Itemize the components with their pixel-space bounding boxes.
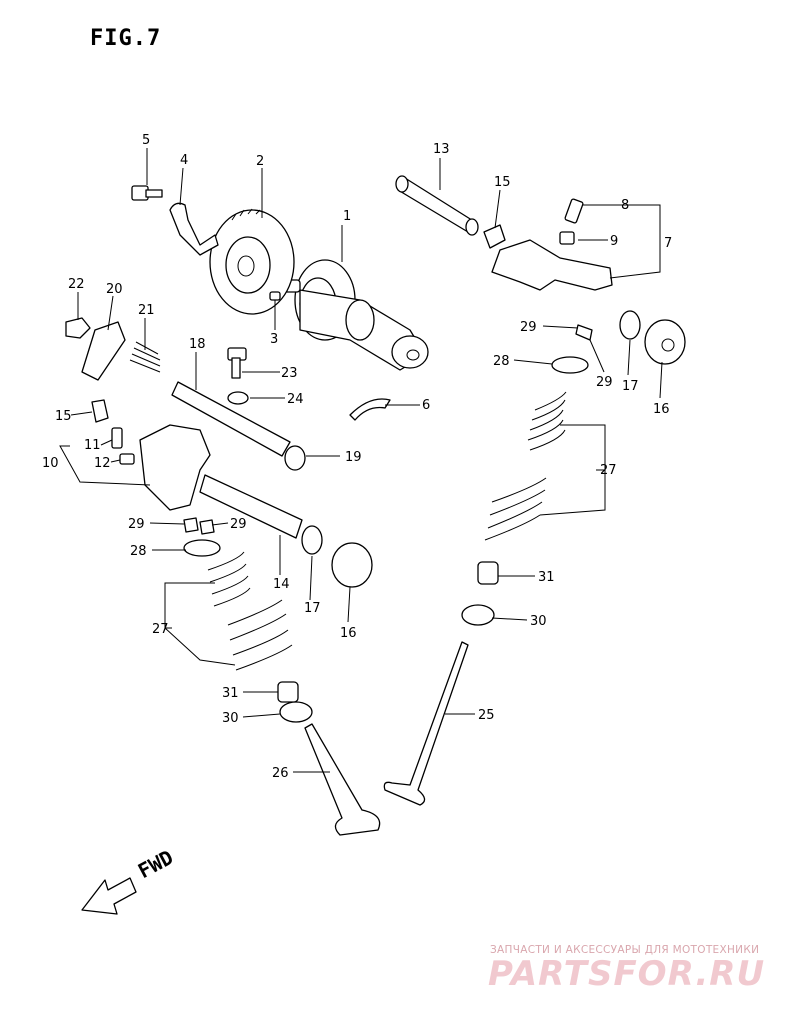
cotter-29-left-b	[199, 519, 215, 535]
callout-29-left-a: 29	[128, 517, 145, 532]
callout-16-right: 16	[653, 402, 670, 417]
adjust-screw-11	[111, 427, 123, 449]
callout-labels: 1 2 3 4 5 6 7 8 9 10 11 12 13 14 15 15 1…	[42, 133, 672, 781]
bolt-23	[227, 347, 247, 379]
callout-14: 14	[273, 577, 290, 592]
callout-27-right: 27	[600, 463, 617, 478]
seat-30-left	[279, 701, 313, 723]
figure-title: FIG.7	[90, 26, 162, 51]
leader-lines	[59, 148, 663, 773]
callout-29-right-bottom: 29	[596, 375, 613, 390]
valve-springs-27-right	[484, 391, 567, 541]
callout-15-top: 15	[494, 175, 511, 190]
callout-23: 23	[281, 366, 298, 381]
washer-24	[227, 391, 249, 405]
seal-31-left	[277, 681, 299, 703]
valve-26	[304, 723, 381, 836]
seat-30-right	[461, 604, 495, 626]
callout-29-right-top: 29	[520, 320, 537, 335]
lock-nut-9	[559, 231, 575, 245]
bolt-5	[131, 185, 163, 201]
spring-21	[129, 341, 161, 373]
callout-3: 3	[270, 332, 278, 347]
callout-13: 13	[433, 142, 450, 157]
callout-9: 9	[610, 234, 618, 249]
cam-bracket	[169, 202, 219, 256]
valve-25	[383, 641, 469, 806]
callout-11: 11	[84, 438, 101, 453]
callout-28-left: 28	[130, 544, 147, 559]
callout-7: 7	[664, 236, 672, 251]
adjust-screw-8	[564, 198, 584, 224]
dowel-pin	[269, 291, 281, 301]
callout-19: 19	[345, 450, 362, 465]
rocker-shaft-14	[199, 474, 303, 539]
callout-27-left: 27	[152, 622, 169, 637]
cotter-29-right	[575, 324, 593, 341]
shaft-18	[171, 381, 291, 457]
callout-17-right: 17	[622, 379, 639, 394]
seal-31-right	[477, 561, 499, 585]
callout-21: 21	[138, 303, 155, 318]
retainer-clip	[349, 398, 391, 421]
cap-16-right	[644, 319, 686, 365]
seal-17-left	[301, 525, 323, 555]
callout-25: 25	[478, 708, 495, 723]
callout-17-left: 17	[304, 601, 321, 616]
callout-31-left: 31	[222, 686, 239, 701]
callout-10: 10	[42, 456, 59, 471]
callout-18: 18	[189, 337, 206, 352]
callout-12: 12	[94, 456, 111, 471]
callout-28-right: 28	[493, 354, 510, 369]
watermark-subtitle: ЗАПЧАСТИ И АКСЕССУАРЫ ДЛЯ МОТОТЕХНИКИ	[490, 944, 760, 956]
forward-arrow-icon	[81, 877, 137, 915]
callout-22: 22	[68, 277, 85, 292]
callout-20: 20	[106, 282, 123, 297]
callout-16-left: 16	[340, 626, 357, 641]
nut-22	[65, 317, 91, 339]
lock-nut-12	[119, 453, 135, 465]
callout-30-right: 30	[530, 614, 547, 629]
seal-19	[284, 445, 306, 471]
o-ring-15-left	[91, 399, 109, 423]
callout-6: 6	[422, 398, 430, 413]
o-ring-15-top	[483, 224, 506, 249]
callout-30-left: 30	[222, 711, 239, 726]
callout-5: 5	[142, 133, 150, 148]
callout-15-left: 15	[55, 409, 72, 424]
cotter-29-left-a	[183, 517, 199, 533]
callout-2: 2	[256, 154, 264, 169]
camshaft	[281, 259, 429, 371]
retainer-28-left	[183, 539, 221, 557]
callout-8: 8	[621, 198, 629, 213]
retainer-28-right	[551, 356, 589, 374]
cap-16-left	[331, 542, 373, 588]
rocker-arm-10	[139, 424, 211, 511]
rocker-arm-7	[491, 239, 613, 291]
callout-4: 4	[180, 153, 188, 168]
watermark-logo: PARTSFOR.RU	[488, 954, 766, 994]
callout-26: 26	[272, 766, 289, 781]
bracket-20	[81, 321, 126, 381]
callout-1: 1	[343, 209, 351, 224]
callout-29-left-b: 29	[230, 517, 247, 532]
callout-31-right: 31	[538, 570, 555, 585]
valve-springs-27-left	[207, 551, 293, 671]
callout-24: 24	[287, 392, 304, 407]
cam-sprocket	[209, 208, 295, 315]
seal-17-right	[619, 310, 641, 340]
rocker-shaft-13	[395, 175, 479, 236]
